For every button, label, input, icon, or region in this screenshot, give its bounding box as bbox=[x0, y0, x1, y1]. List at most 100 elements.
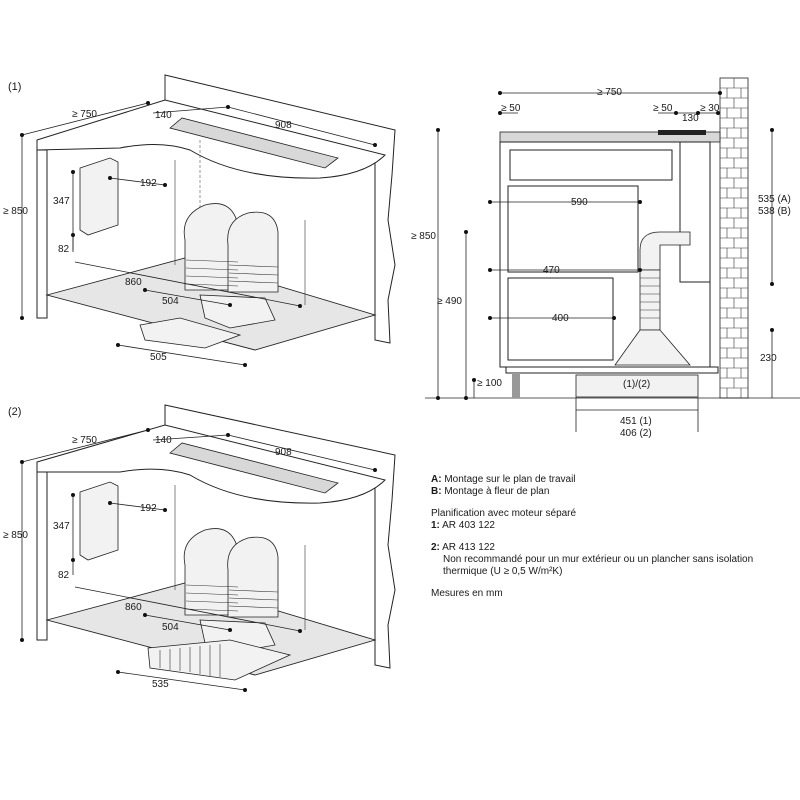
section-plinth bbox=[505, 366, 719, 374]
dim-section-50: ≥ 50 bbox=[653, 103, 673, 114]
cabinet-side-panel bbox=[36, 149, 48, 319]
floor-unit-2 bbox=[147, 639, 292, 681]
brick-wall bbox=[719, 77, 749, 399]
legend-a-text: Montage sur le plan de travail bbox=[444, 474, 576, 485]
dim-451-ext bbox=[575, 398, 699, 432]
downdraft-slot bbox=[169, 117, 339, 169]
floor-unit-grille bbox=[159, 644, 221, 677]
section-unit-label: (1)/(2) bbox=[623, 379, 650, 390]
dim-box-height: 347 bbox=[53, 196, 70, 207]
motor-unit-right-2 bbox=[227, 536, 279, 618]
dim-depth-line bbox=[21, 102, 149, 136]
dim-box-width: 192 bbox=[140, 178, 157, 189]
dim-section-130: 130 bbox=[682, 113, 699, 124]
dim-section-535: 535 (A) bbox=[758, 194, 791, 205]
legend-1: 1: AR 403 122 bbox=[431, 520, 791, 532]
dim-504-line-2 bbox=[144, 614, 231, 631]
motor-ribs-2 bbox=[185, 584, 279, 612]
dim-depth-2: ≥ 750 bbox=[72, 435, 97, 446]
dim-140-line bbox=[152, 106, 229, 114]
legend-2-text: AR 413 122 bbox=[442, 542, 495, 553]
dim-535: 535 bbox=[152, 679, 169, 690]
dim-depth: ≥ 750 bbox=[72, 109, 97, 120]
legend-a: A: Montage sur le plan de travail bbox=[431, 474, 791, 486]
legend-planning: Planification avec moteur séparé bbox=[431, 508, 577, 519]
dim-slot-length-2: 908 bbox=[275, 447, 292, 458]
dim-504: 504 bbox=[162, 296, 179, 307]
dim-box-low-2: 82 bbox=[58, 570, 70, 581]
dim-slot-length: 908 bbox=[275, 120, 292, 131]
legend-2-key: 2: bbox=[431, 542, 440, 553]
dim-height: ≥ 850 bbox=[3, 206, 28, 217]
dim-860-line bbox=[74, 261, 301, 307]
figure-2-label: (2) bbox=[8, 406, 21, 418]
section-duct bbox=[679, 141, 711, 283]
drawer-3 bbox=[507, 277, 614, 361]
dim-section-400: 400 bbox=[552, 313, 569, 324]
motor-ribs bbox=[185, 259, 279, 287]
figure-2: (2) bbox=[3, 404, 396, 692]
legend-b-key: B: bbox=[431, 486, 442, 497]
legend-2: 2: AR 413 122 bbox=[431, 542, 791, 554]
figure-1-label: (1) bbox=[8, 81, 21, 93]
dim-140-line-2 bbox=[152, 434, 229, 441]
dim-section-850: ≥ 850 bbox=[411, 231, 436, 242]
section-view: ≥ 750 ≥ 50 ≥ 50 ≥ 30 130 ≥ 850 590 ≥ 490… bbox=[411, 77, 800, 439]
dim-192-line bbox=[109, 177, 166, 186]
electrical-box-2 bbox=[79, 481, 119, 561]
dim-192-line-2 bbox=[109, 502, 166, 511]
dim-slot-offset-2: 140 bbox=[155, 435, 172, 446]
dim-section-490: ≥ 490 bbox=[437, 296, 462, 307]
legend: A: Montage sur le plan de travail B: Mon… bbox=[431, 474, 791, 600]
legend-2-note: Non recommandé pour un mur extérieur ou … bbox=[443, 554, 754, 577]
legend-b-text: Montage à fleur de plan bbox=[444, 486, 550, 497]
legend-b: B: Montage à fleur de plan bbox=[431, 486, 791, 498]
motor-units bbox=[183, 203, 279, 329]
section-elbow bbox=[639, 231, 691, 271]
dim-535-line bbox=[117, 671, 246, 691]
dim-section-left-gap: ≥ 50 bbox=[501, 103, 521, 114]
dim-dots bbox=[20, 101, 377, 367]
dim-section-30: ≥ 30 bbox=[700, 103, 720, 114]
dim-section-538: 538 (B) bbox=[758, 206, 791, 217]
drawer-2 bbox=[507, 185, 639, 273]
dim-505: 505 bbox=[150, 352, 167, 363]
electrical-box bbox=[79, 157, 119, 236]
section-duct-ribs bbox=[640, 277, 660, 319]
dim-box-width-2: 192 bbox=[140, 503, 157, 514]
legend-1-key: 1: bbox=[431, 520, 440, 531]
drawer-1 bbox=[509, 149, 673, 181]
dim-504-2: 504 bbox=[162, 622, 179, 633]
section-motor bbox=[614, 329, 691, 366]
dim-section-590: 590 bbox=[571, 197, 588, 208]
dim-box-height-2: 347 bbox=[53, 521, 70, 532]
section-floor-unit bbox=[575, 374, 699, 398]
dim-860: 860 bbox=[125, 277, 142, 288]
dim-section-451: 451 (1) bbox=[620, 416, 652, 427]
dim-860-line-2 bbox=[74, 586, 301, 632]
dim-908-line-2 bbox=[227, 434, 376, 471]
downdraft-slot-2 bbox=[169, 442, 339, 494]
motor-unit-right bbox=[227, 211, 279, 293]
dim-section-depth: ≥ 750 bbox=[597, 87, 622, 98]
dim-box-low: 82 bbox=[58, 244, 70, 255]
dim-depth-line-2 bbox=[21, 429, 149, 463]
legend-units: Mesures en mm bbox=[431, 588, 503, 599]
dim-860-2: 860 bbox=[125, 602, 142, 613]
dim-section-470: 470 bbox=[543, 265, 560, 276]
legend-1-text: AR 403 122 bbox=[442, 520, 495, 531]
section-cooktop bbox=[658, 130, 706, 135]
figure-1: (1) bbox=[3, 74, 396, 367]
motor-units-2 bbox=[183, 528, 279, 654]
dim-section-406: 406 (2) bbox=[620, 428, 652, 439]
section-dim-dots bbox=[436, 91, 774, 400]
dim-dots-2 bbox=[20, 428, 377, 692]
dim-908-line bbox=[227, 106, 376, 146]
dim-slot-offset: 140 bbox=[155, 110, 172, 121]
section-leg bbox=[512, 373, 520, 398]
dim-height-2: ≥ 850 bbox=[3, 530, 28, 541]
dim-section-100: ≥ 100 bbox=[477, 378, 502, 389]
dim-505-line bbox=[117, 344, 246, 366]
dim-504-line bbox=[144, 289, 231, 306]
